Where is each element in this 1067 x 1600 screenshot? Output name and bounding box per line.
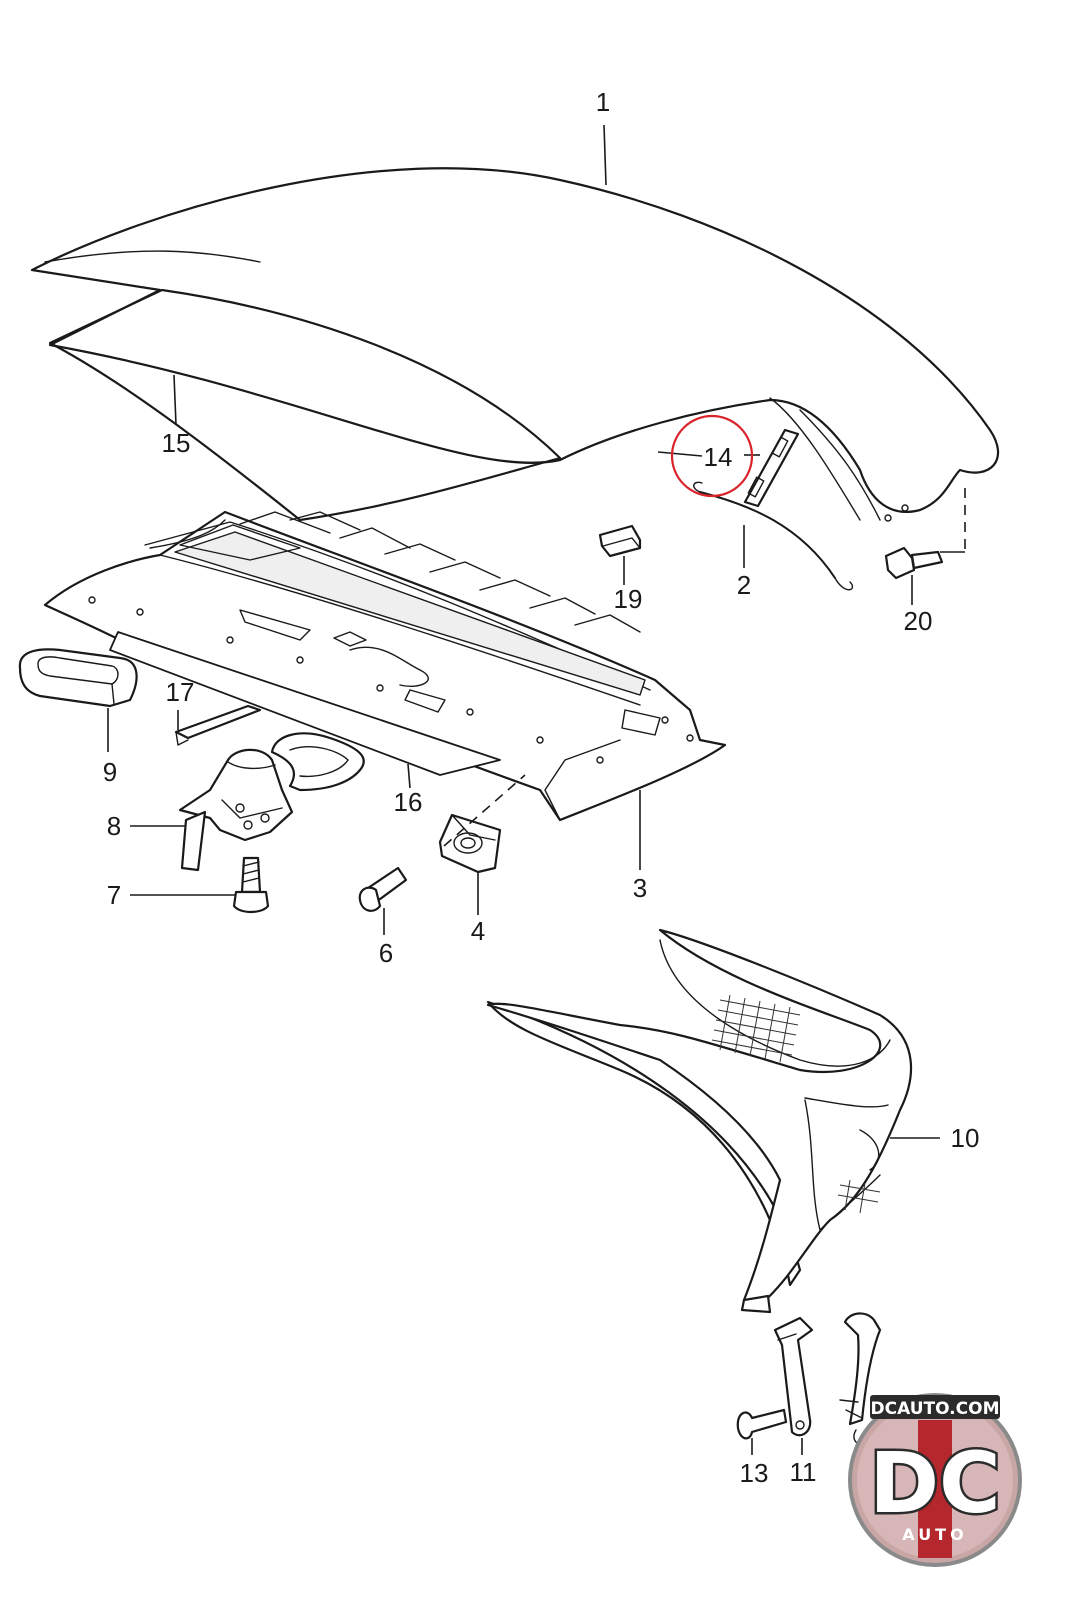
part-1-roof-shell <box>30 167 1000 522</box>
part-10-side-panel <box>486 928 913 1314</box>
part-17-strap <box>174 704 262 746</box>
callouts: 1 2 3 4 6 7 8 9 10 11 12 13 14 15 16 17 … <box>103 87 980 1488</box>
logo-initials: DC <box>869 1434 1000 1532</box>
part-19-clip <box>598 524 642 558</box>
dcauto-logo: DCAUTO.COM DC AUTO <box>848 1393 1022 1567</box>
callout-10: 10 <box>951 1123 980 1153</box>
callout-14: 14 <box>704 442 733 472</box>
callout-13: 13 <box>740 1458 769 1488</box>
callout-8: 8 <box>107 811 121 841</box>
part-8-latch <box>178 732 365 872</box>
callout-9: 9 <box>103 757 117 787</box>
part-4-mount-block <box>438 813 502 874</box>
callout-1: 1 <box>596 87 610 117</box>
part-14-seal-strip <box>743 428 800 508</box>
callout-19: 19 <box>614 584 643 614</box>
mesh-texture <box>711 994 881 1214</box>
part-2-cable <box>693 481 854 591</box>
callout-20: 20 <box>904 606 933 636</box>
logo-word: AUTO <box>902 1525 967 1544</box>
callout-17: 17 <box>166 677 195 707</box>
part-6-bolt <box>358 866 408 912</box>
highlight-circle <box>670 414 754 498</box>
callout-16: 16 <box>394 787 423 817</box>
callout-2: 2 <box>737 570 751 600</box>
part-3-rear-shelf <box>43 510 727 822</box>
callout-7: 7 <box>107 880 121 910</box>
part-16-liner-mat <box>109 631 501 776</box>
callout-6: 6 <box>379 938 393 968</box>
logo-site-text: DCAUTO.COM <box>870 1399 999 1419</box>
part-9-grommet <box>18 648 138 708</box>
part-7-screw <box>232 856 270 914</box>
part-20-bolt <box>884 546 944 580</box>
callout-15: 15 <box>162 428 191 458</box>
part-13-screw <box>736 1408 788 1440</box>
part-11-bracket <box>773 1316 814 1437</box>
callout-3: 3 <box>633 873 647 903</box>
callout-4: 4 <box>471 916 485 946</box>
callout-11: 11 <box>790 1457 817 1487</box>
part-15-headliner <box>48 288 562 522</box>
